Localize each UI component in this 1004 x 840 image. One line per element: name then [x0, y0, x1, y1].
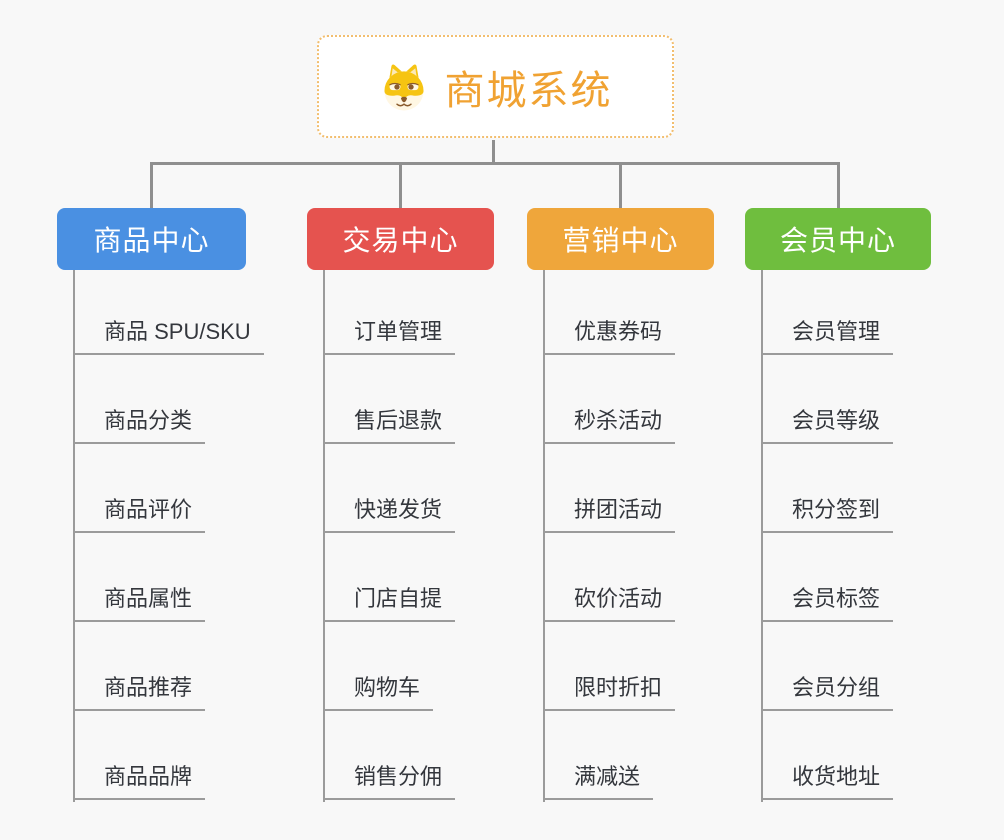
connector-branch-stub-1 — [150, 162, 153, 209]
leaf-label: 会员标签 — [792, 586, 881, 611]
connector-root-stub — [492, 140, 495, 164]
branch-4: 会员中心 会员管理 会员等级 积分签到 会员标签 会员分组 收货地址 — [745, 208, 931, 808]
dog-icon — [379, 62, 429, 112]
leaf-label: 快递发货 — [354, 497, 443, 522]
leaf-label: 砍价活动 — [574, 586, 663, 611]
branch-label: 会员中心 — [779, 225, 896, 256]
branch-2: 交易中心 订单管理 售后退款 快递发货 门店自提 购物车 销售分佣 — [307, 208, 494, 808]
leaf-node[interactable]: 购物车 — [323, 667, 434, 711]
branch-1: 商品中心 商品 SPU/SKU 商品分类 商品评价 商品属性 商品推荐 商品品牌 — [57, 208, 264, 808]
leaf-label: 收货地址 — [792, 764, 881, 789]
branch-header[interactable]: 商品中心 — [57, 208, 246, 270]
branch-header[interactable]: 交易中心 — [307, 208, 494, 270]
leaf-node[interactable]: 收货地址 — [761, 756, 894, 800]
leaf-label: 优惠券码 — [574, 319, 663, 344]
leaf-node[interactable]: 商品品牌 — [73, 756, 206, 800]
leaf-label: 商品推荐 — [104, 675, 193, 700]
leaf-node[interactable]: 优惠券码 — [543, 311, 676, 355]
leaf-node[interactable]: 商品评价 — [73, 489, 206, 533]
leaf-node[interactable]: 限时折扣 — [543, 667, 676, 711]
leaf-label: 门店自提 — [354, 586, 443, 611]
leaf-label: 会员等级 — [792, 408, 881, 433]
leaf-node[interactable]: 商品属性 — [73, 578, 206, 622]
leaf-node[interactable]: 会员管理 — [761, 311, 894, 355]
leaf-node[interactable]: 会员等级 — [761, 400, 894, 444]
leaf-node[interactable]: 快递发货 — [323, 489, 456, 533]
leaf-label: 积分签到 — [792, 497, 881, 522]
leaf-node[interactable]: 积分签到 — [761, 489, 894, 533]
branch-trunk-line — [73, 270, 75, 802]
connector-branch-stub-2 — [399, 162, 402, 209]
leaf-label: 购物车 — [354, 675, 421, 700]
leaf-label: 秒杀活动 — [574, 408, 663, 433]
leaf-node[interactable]: 销售分佣 — [323, 756, 456, 800]
connector-branch-stub-3 — [619, 162, 622, 209]
branch-3: 营销中心 优惠券码 秒杀活动 拼团活动 砍价活动 限时折扣 满减送 — [527, 208, 714, 808]
leaf-node[interactable]: 商品推荐 — [73, 667, 206, 711]
leaf-label: 售后退款 — [354, 408, 443, 433]
leaf-label: 拼团活动 — [574, 497, 663, 522]
root-node[interactable]: 商城系统 — [317, 35, 674, 138]
root-title: 商城系统 — [444, 68, 613, 113]
leaf-node[interactable]: 秒杀活动 — [543, 400, 676, 444]
connector-branch-stub-4 — [837, 162, 840, 209]
leaf-label: 商品分类 — [104, 408, 193, 433]
branch-trunk-line — [761, 270, 763, 802]
leaf-label: 会员分组 — [792, 675, 881, 700]
leaf-node[interactable]: 售后退款 — [323, 400, 456, 444]
leaf-node[interactable]: 会员分组 — [761, 667, 894, 711]
branch-label: 交易中心 — [342, 225, 459, 256]
leaf-label: 商品属性 — [104, 586, 193, 611]
leaf-label: 商品品牌 — [104, 764, 193, 789]
branch-header[interactable]: 会员中心 — [745, 208, 931, 270]
branch-label: 商品中心 — [93, 225, 210, 256]
leaf-node[interactable]: 商品 SPU/SKU — [73, 311, 264, 355]
leaf-node[interactable]: 满减送 — [543, 756, 654, 800]
branch-header[interactable]: 营销中心 — [527, 208, 714, 270]
leaf-label: 订单管理 — [354, 319, 443, 344]
branch-trunk-line — [543, 270, 545, 802]
leaf-label: 会员管理 — [792, 319, 881, 344]
leaf-label: 销售分佣 — [354, 764, 443, 789]
leaf-label: 满减送 — [574, 764, 641, 789]
leaf-node[interactable]: 门店自提 — [323, 578, 456, 622]
leaf-node[interactable]: 砍价活动 — [543, 578, 676, 622]
leaf-label: 商品评价 — [104, 497, 193, 522]
branch-trunk-line — [323, 270, 325, 802]
leaf-node[interactable]: 订单管理 — [323, 311, 456, 355]
leaf-label: 商品 SPU/SKU — [104, 319, 251, 344]
leaf-node[interactable]: 拼团活动 — [543, 489, 676, 533]
leaf-node[interactable]: 会员标签 — [761, 578, 894, 622]
connector-horizontal — [150, 162, 840, 165]
leaf-label: 限时折扣 — [574, 675, 663, 700]
leaf-node[interactable]: 商品分类 — [73, 400, 206, 444]
branch-label: 营销中心 — [562, 225, 679, 256]
